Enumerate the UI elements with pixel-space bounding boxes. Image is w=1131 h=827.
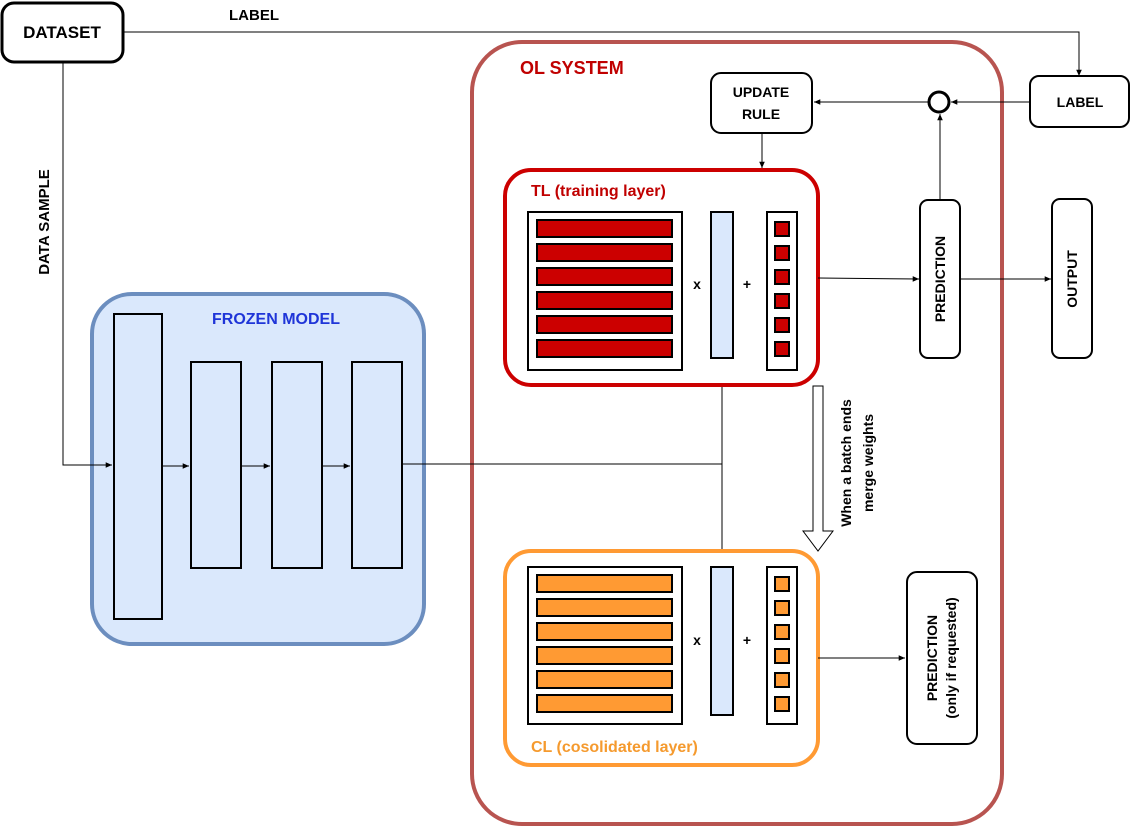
tl-mul-sign: x: [693, 276, 701, 292]
cl-title: CL (cosolidated layer): [531, 739, 698, 756]
tl-weight-rows: [536, 219, 673, 358]
update-rule-line1: UPDATE: [733, 84, 790, 100]
cl-weight-row: [536, 670, 673, 689]
tl-bias-cell: [774, 269, 790, 285]
data-sample-edge: [62, 62, 112, 468]
tl-weight-row: [536, 315, 673, 334]
label-box-text: LABEL: [1057, 94, 1104, 110]
tl-bias-cell: [774, 245, 790, 261]
frozen-model-title: FROZEN MODEL: [212, 311, 340, 328]
cl-weight-row: [536, 646, 673, 665]
prediction-label: PREDICTION: [932, 236, 948, 322]
tl-weight-row: [536, 339, 673, 358]
cl-bias-cell: [774, 696, 790, 712]
frozen-model-container: [90, 292, 426, 646]
cl-weight-row: [536, 574, 673, 593]
cl-add-sign: +: [743, 632, 751, 648]
ol-system-title: OL SYSTEM: [520, 58, 624, 78]
cl-mul-sign: x: [693, 632, 701, 648]
cl-weight-row: [536, 622, 673, 641]
tl-title: TL (training layer): [531, 183, 666, 200]
cl-bias-cell: [774, 624, 790, 640]
dataset-label: DATASET: [23, 23, 101, 42]
output-label: OUTPUT: [1064, 250, 1080, 308]
tl-weight-row: [536, 243, 673, 262]
comparator-circle: [927, 90, 951, 114]
frozen-layer-2: [190, 361, 242, 569]
tl-bias-cell: [774, 221, 790, 237]
prediction-cl-box: [906, 571, 978, 745]
tl-weight-row: [536, 291, 673, 310]
tl-weight-row: [536, 219, 673, 238]
tl-bias-cell: [774, 341, 790, 357]
cl-input-vector: [710, 566, 734, 716]
tl-add-sign: +: [743, 276, 751, 292]
frozen-layer-4: [351, 361, 403, 569]
cl-bias-cell: [774, 648, 790, 664]
output-box: [1051, 198, 1093, 359]
tl-bias-cell: [774, 293, 790, 309]
tl-input-vector: [710, 211, 734, 359]
tl-bias-cell: [774, 317, 790, 333]
update-rule-line2: RULE: [742, 106, 780, 122]
merge-note-line2: merge weights: [860, 414, 876, 512]
frozen-layer-1: [113, 313, 163, 620]
frozen-layer-3: [271, 361, 323, 569]
cl-bias-cell: [774, 672, 790, 688]
cl-weight-row: [536, 694, 673, 713]
tl-weight-row: [536, 267, 673, 286]
cl-bias-cell: [774, 600, 790, 616]
merge-note-line1: When a batch ends: [838, 399, 854, 527]
cl-bias-cells: [774, 576, 790, 712]
merge-arrow: [802, 385, 834, 552]
prediction-cl-line2: (only if requested): [943, 597, 959, 718]
tl-bias-cells: [774, 221, 790, 357]
cl-weight-row: [536, 598, 673, 617]
data-sample-text: DATA SAMPLE: [36, 169, 53, 275]
label-edge: [123, 31, 1082, 76]
label-edge-text: LABEL: [229, 7, 279, 24]
tl-to-prediction: [817, 276, 920, 282]
cl-weight-rows: [536, 574, 673, 713]
prediction-cl-line1: PREDICTION: [924, 615, 940, 701]
update-rule-box: [710, 72, 813, 134]
cl-bias-cell: [774, 576, 790, 592]
